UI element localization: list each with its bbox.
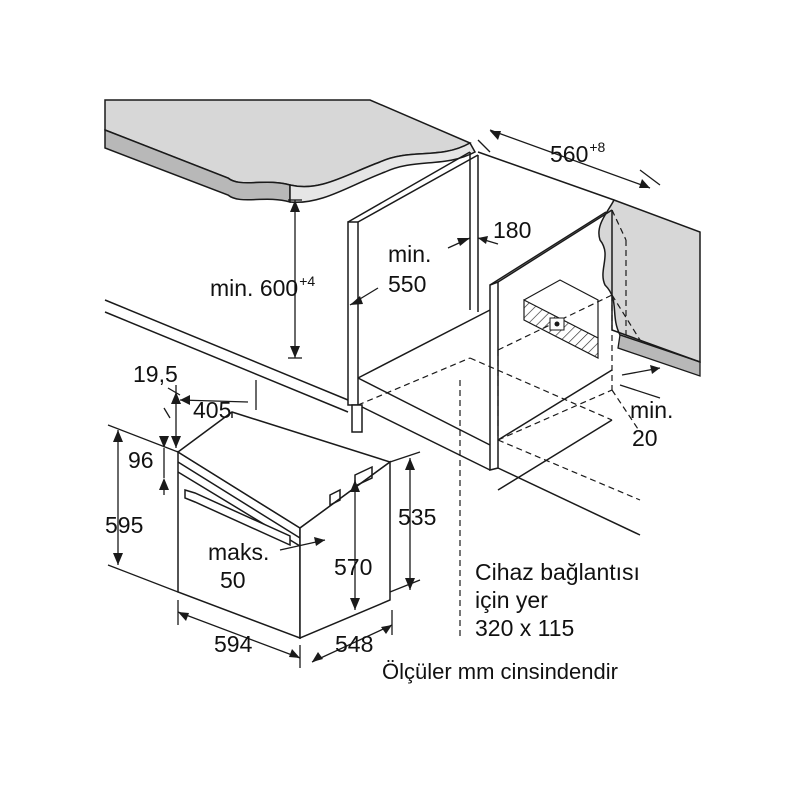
- label-405: 405: [193, 397, 232, 423]
- min-600-value: min. 600: [210, 275, 299, 301]
- right-countertop: [598, 199, 701, 377]
- label-535: 535: [398, 504, 437, 530]
- label-548: 548: [335, 631, 374, 657]
- label-594: 594: [214, 631, 253, 657]
- connection-note-line3: 320 x 115: [475, 615, 575, 641]
- left-countertop: [104, 99, 477, 204]
- left-countertop-wavy-cut: [289, 141, 477, 204]
- label-min-20-line2: 20: [632, 425, 658, 451]
- label-595: 595: [105, 512, 144, 538]
- right-countertop-top-face: [598, 199, 701, 364]
- connection-note-line1: Cihaz bağlantısı: [475, 559, 640, 585]
- label-min-550-line1: min.: [388, 241, 432, 267]
- label-gap-180: 180: [493, 217, 532, 243]
- label-min-600: min. 600+4: [210, 269, 315, 300]
- label-niche-width: 560+8: [550, 135, 605, 166]
- units-note: Ölçüler mm cinsindendir: [382, 659, 618, 684]
- connection-note-line2: için yer: [475, 587, 548, 613]
- label-570: 570: [334, 554, 373, 580]
- oven: [176, 411, 392, 640]
- arrowheads: [113, 131, 660, 662]
- connection-area: [523, 279, 599, 359]
- label-19-5: 19,5: [133, 361, 178, 387]
- min-600-tolerance: +4: [299, 273, 316, 289]
- hidden-lines: [357, 209, 641, 640]
- left-countertop-top-face: [104, 99, 472, 188]
- niche-width-value: 560: [550, 141, 589, 167]
- niche-width-tolerance: +8: [589, 139, 606, 155]
- label-maks-50-line2: 50: [220, 567, 246, 593]
- label-maks-50-line1: maks.: [208, 539, 270, 565]
- label-min-20-line1: min.: [630, 397, 674, 423]
- label-96: 96: [128, 447, 154, 473]
- oven-door-handle: [184, 488, 291, 547]
- label-min-550-line2: 550: [388, 271, 427, 297]
